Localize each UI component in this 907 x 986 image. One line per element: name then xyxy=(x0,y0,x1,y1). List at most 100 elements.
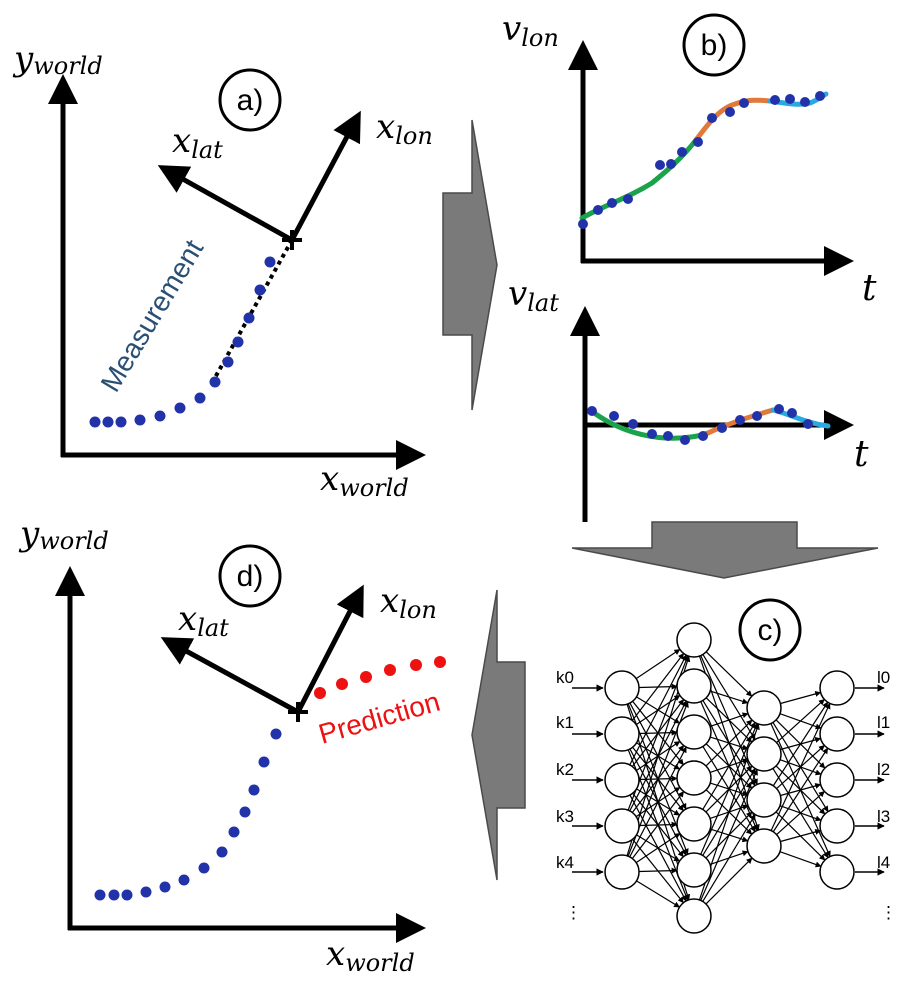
velocity-point xyxy=(739,98,749,108)
nn-output-l0: l0 xyxy=(877,668,890,687)
panel-c-label-circle xyxy=(738,598,802,662)
panel-a-measurement-points xyxy=(89,256,276,428)
panel-a-lat-arrow xyxy=(157,165,294,243)
nn-input-k3: k3 xyxy=(556,807,574,826)
nn-io-arrows xyxy=(572,684,885,876)
prediction-point xyxy=(410,659,422,671)
panel-d-x-axis-label: xworld xyxy=(326,934,415,977)
measurement-point xyxy=(115,416,127,428)
history-point xyxy=(140,886,152,898)
nn-neuron xyxy=(819,716,855,752)
measurement-point xyxy=(174,402,186,414)
nn-connection xyxy=(702,722,756,810)
history-point xyxy=(198,862,210,874)
panel-b-label-circle xyxy=(682,13,746,77)
nn-connection xyxy=(779,851,822,868)
panel-a-lon-arrow xyxy=(289,110,361,242)
nn-neuron xyxy=(604,716,640,752)
measurement-point xyxy=(243,312,255,324)
history-point xyxy=(94,889,106,901)
nn-connection xyxy=(629,746,687,858)
panel-b-bottom-y-label: vlat xyxy=(508,274,559,317)
nn-connection xyxy=(705,651,753,697)
nn-neuron xyxy=(746,828,782,864)
panel-a-label-circle xyxy=(218,68,282,132)
velocity-point xyxy=(655,160,665,170)
panel-b-label: b) xyxy=(701,29,728,62)
velocity-point xyxy=(647,429,657,439)
panel-d-label: d) xyxy=(237,560,264,593)
nn-neuron xyxy=(746,782,782,818)
history-point xyxy=(216,846,228,858)
velocity-point xyxy=(785,94,795,104)
velocity-point xyxy=(787,408,797,418)
nn-neuron xyxy=(746,736,782,772)
nn-connection xyxy=(776,698,825,744)
flow-arrow-b-to-c xyxy=(571,521,879,579)
velocity-point xyxy=(628,419,638,429)
panel-d-lon-arrow xyxy=(295,584,364,714)
panel-d-history-points xyxy=(94,728,282,901)
nn-output-ellipsis: ⋮ xyxy=(880,903,897,922)
panel-a-lon-label: xlon xyxy=(376,107,433,150)
prediction-point xyxy=(384,664,396,676)
panel-d-origin-cross xyxy=(288,702,308,722)
nn-output-l3: l3 xyxy=(877,807,890,826)
velocity-point xyxy=(680,435,690,445)
flow-arrow-c-to-d xyxy=(471,589,526,881)
nn-connection xyxy=(780,829,822,843)
nn-neuron xyxy=(604,808,640,844)
nn-connection xyxy=(635,832,681,864)
nn-neuron xyxy=(676,622,712,658)
nn-neuron xyxy=(819,808,855,844)
panel-a: yworld xworld a) xlat xlon Measurement xyxy=(12,39,433,502)
nn-output-l2: l2 xyxy=(877,760,890,779)
measurement-point xyxy=(154,410,166,422)
nn-connection xyxy=(635,648,681,680)
velocity-point xyxy=(677,147,687,157)
panel-a-label: a) xyxy=(237,84,264,117)
history-point xyxy=(248,784,260,796)
nn-connection xyxy=(705,857,753,905)
nn-neuron xyxy=(676,806,712,842)
velocity-point xyxy=(815,91,825,101)
panel-a-y-axis-label: yworld xyxy=(12,39,103,80)
nn-connection xyxy=(702,814,756,902)
velocity-point xyxy=(578,219,588,229)
panel-b: b) vlon t vlat t xyxy=(502,9,877,522)
measurement-point xyxy=(194,392,206,404)
nn-connection xyxy=(638,867,678,874)
nn-connection xyxy=(705,719,753,767)
velocity-point xyxy=(693,137,703,147)
velocity-point xyxy=(623,194,633,204)
nn-input-k1: k1 xyxy=(556,713,574,732)
prediction-point xyxy=(314,687,326,699)
velocity-point xyxy=(707,113,717,123)
nn-neurons xyxy=(604,622,855,934)
nn-neuron xyxy=(819,762,855,798)
panel-a-annotation: Measurement xyxy=(95,234,210,397)
panel-b-bottom-x-label: t xyxy=(854,434,869,475)
history-point xyxy=(121,889,133,901)
panel-d: yworld xworld d) xlat xlon Prediction xyxy=(18,514,446,977)
velocity-point xyxy=(803,419,813,429)
velocity-point xyxy=(609,411,619,421)
velocity-point xyxy=(663,431,673,441)
velocity-point xyxy=(593,205,603,215)
velocity-point xyxy=(774,404,784,414)
panel-d-lat-arrow xyxy=(160,637,300,715)
nn-neuron xyxy=(676,668,712,704)
panel-c-label: c) xyxy=(758,614,783,647)
nn-input-ellipsis: ⋮ xyxy=(565,903,582,922)
panel-d-prediction-points xyxy=(314,656,446,699)
panel-d-annotation: Prediction xyxy=(315,686,443,750)
panel-d-lat-label: xlat xyxy=(178,599,229,642)
nn-connection xyxy=(776,790,825,836)
flow-arrow-a-to-b xyxy=(442,119,498,411)
panel-b-top-curve-orange xyxy=(693,97,773,143)
nn-output-l4: l4 xyxy=(877,853,890,872)
history-point xyxy=(108,889,120,901)
history-point xyxy=(258,756,270,768)
panel-d-lon-label: xlon xyxy=(380,581,437,624)
